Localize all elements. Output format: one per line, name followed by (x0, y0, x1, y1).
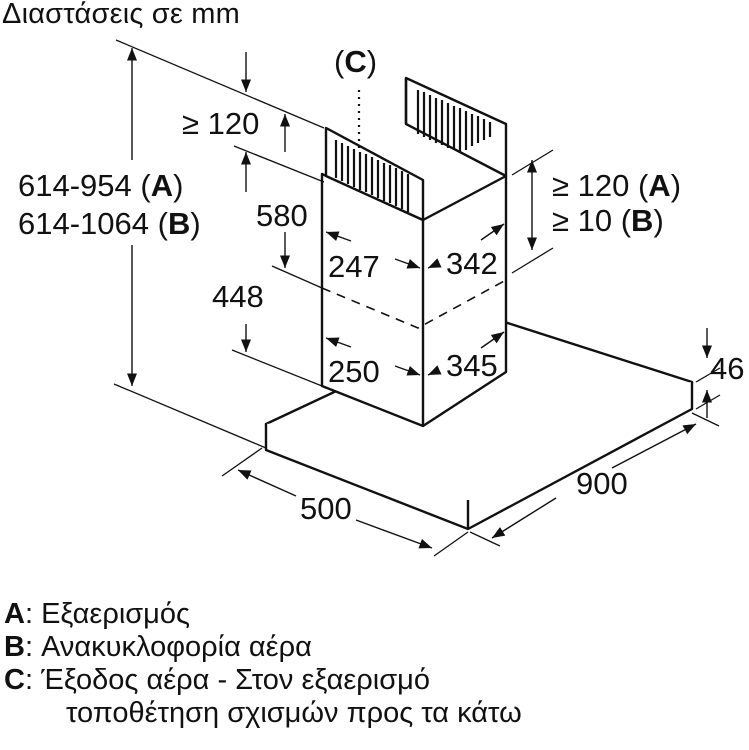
legend-item-c: C: Έξοδος αέρα - Στον εξαερισμό (4, 664, 430, 696)
legend: A: Εξαερισμός B: Ανακυκλοφορία αέρα C: Έ… (4, 598, 522, 730)
legend-item-c-continuation: τοποθέτηση σχισμών προς τα κάτω (66, 697, 522, 729)
lower-chimney-height-label: 448 (212, 279, 264, 314)
page-title: Διαστάσεις σε mm (2, 0, 240, 30)
upper-chimney-height-label: 580 (256, 198, 308, 233)
lower-width-label: 250 (328, 354, 380, 389)
split-line (321, 279, 507, 329)
lower-depth-label: 345 (446, 348, 498, 383)
canopy-depth-label: 500 (300, 491, 352, 526)
dimension-drawing: (C) 614-954 (A) 614-1064 (B) ≥ 120 580 4… (18, 39, 744, 557)
ceiling-gap-label: ≥ 120 (182, 106, 259, 141)
upper-width-label: 247 (328, 249, 380, 284)
total-height-a-label: 614-954 (A) (18, 168, 183, 203)
total-height-b-label: 614-1064 (B) (18, 206, 201, 241)
right-gap-a-label: ≥ 120 (A) (552, 168, 681, 203)
upper-depth-label: 342 (446, 246, 498, 281)
outlet-label: (C) (334, 44, 377, 79)
vent-slots (334, 90, 492, 212)
legend-item-b: B: Ανακυκλοφορία αέρα (4, 631, 312, 663)
canopy-height-label: 46 (710, 351, 744, 386)
canopy-width-label: 900 (576, 466, 628, 501)
dimension-arrows (126, 48, 713, 549)
right-gap-b-label: ≥ 10 (B) (552, 203, 664, 238)
legend-item-a: A: Εξαερισμός (4, 598, 190, 630)
hood-outline (264, 76, 694, 531)
